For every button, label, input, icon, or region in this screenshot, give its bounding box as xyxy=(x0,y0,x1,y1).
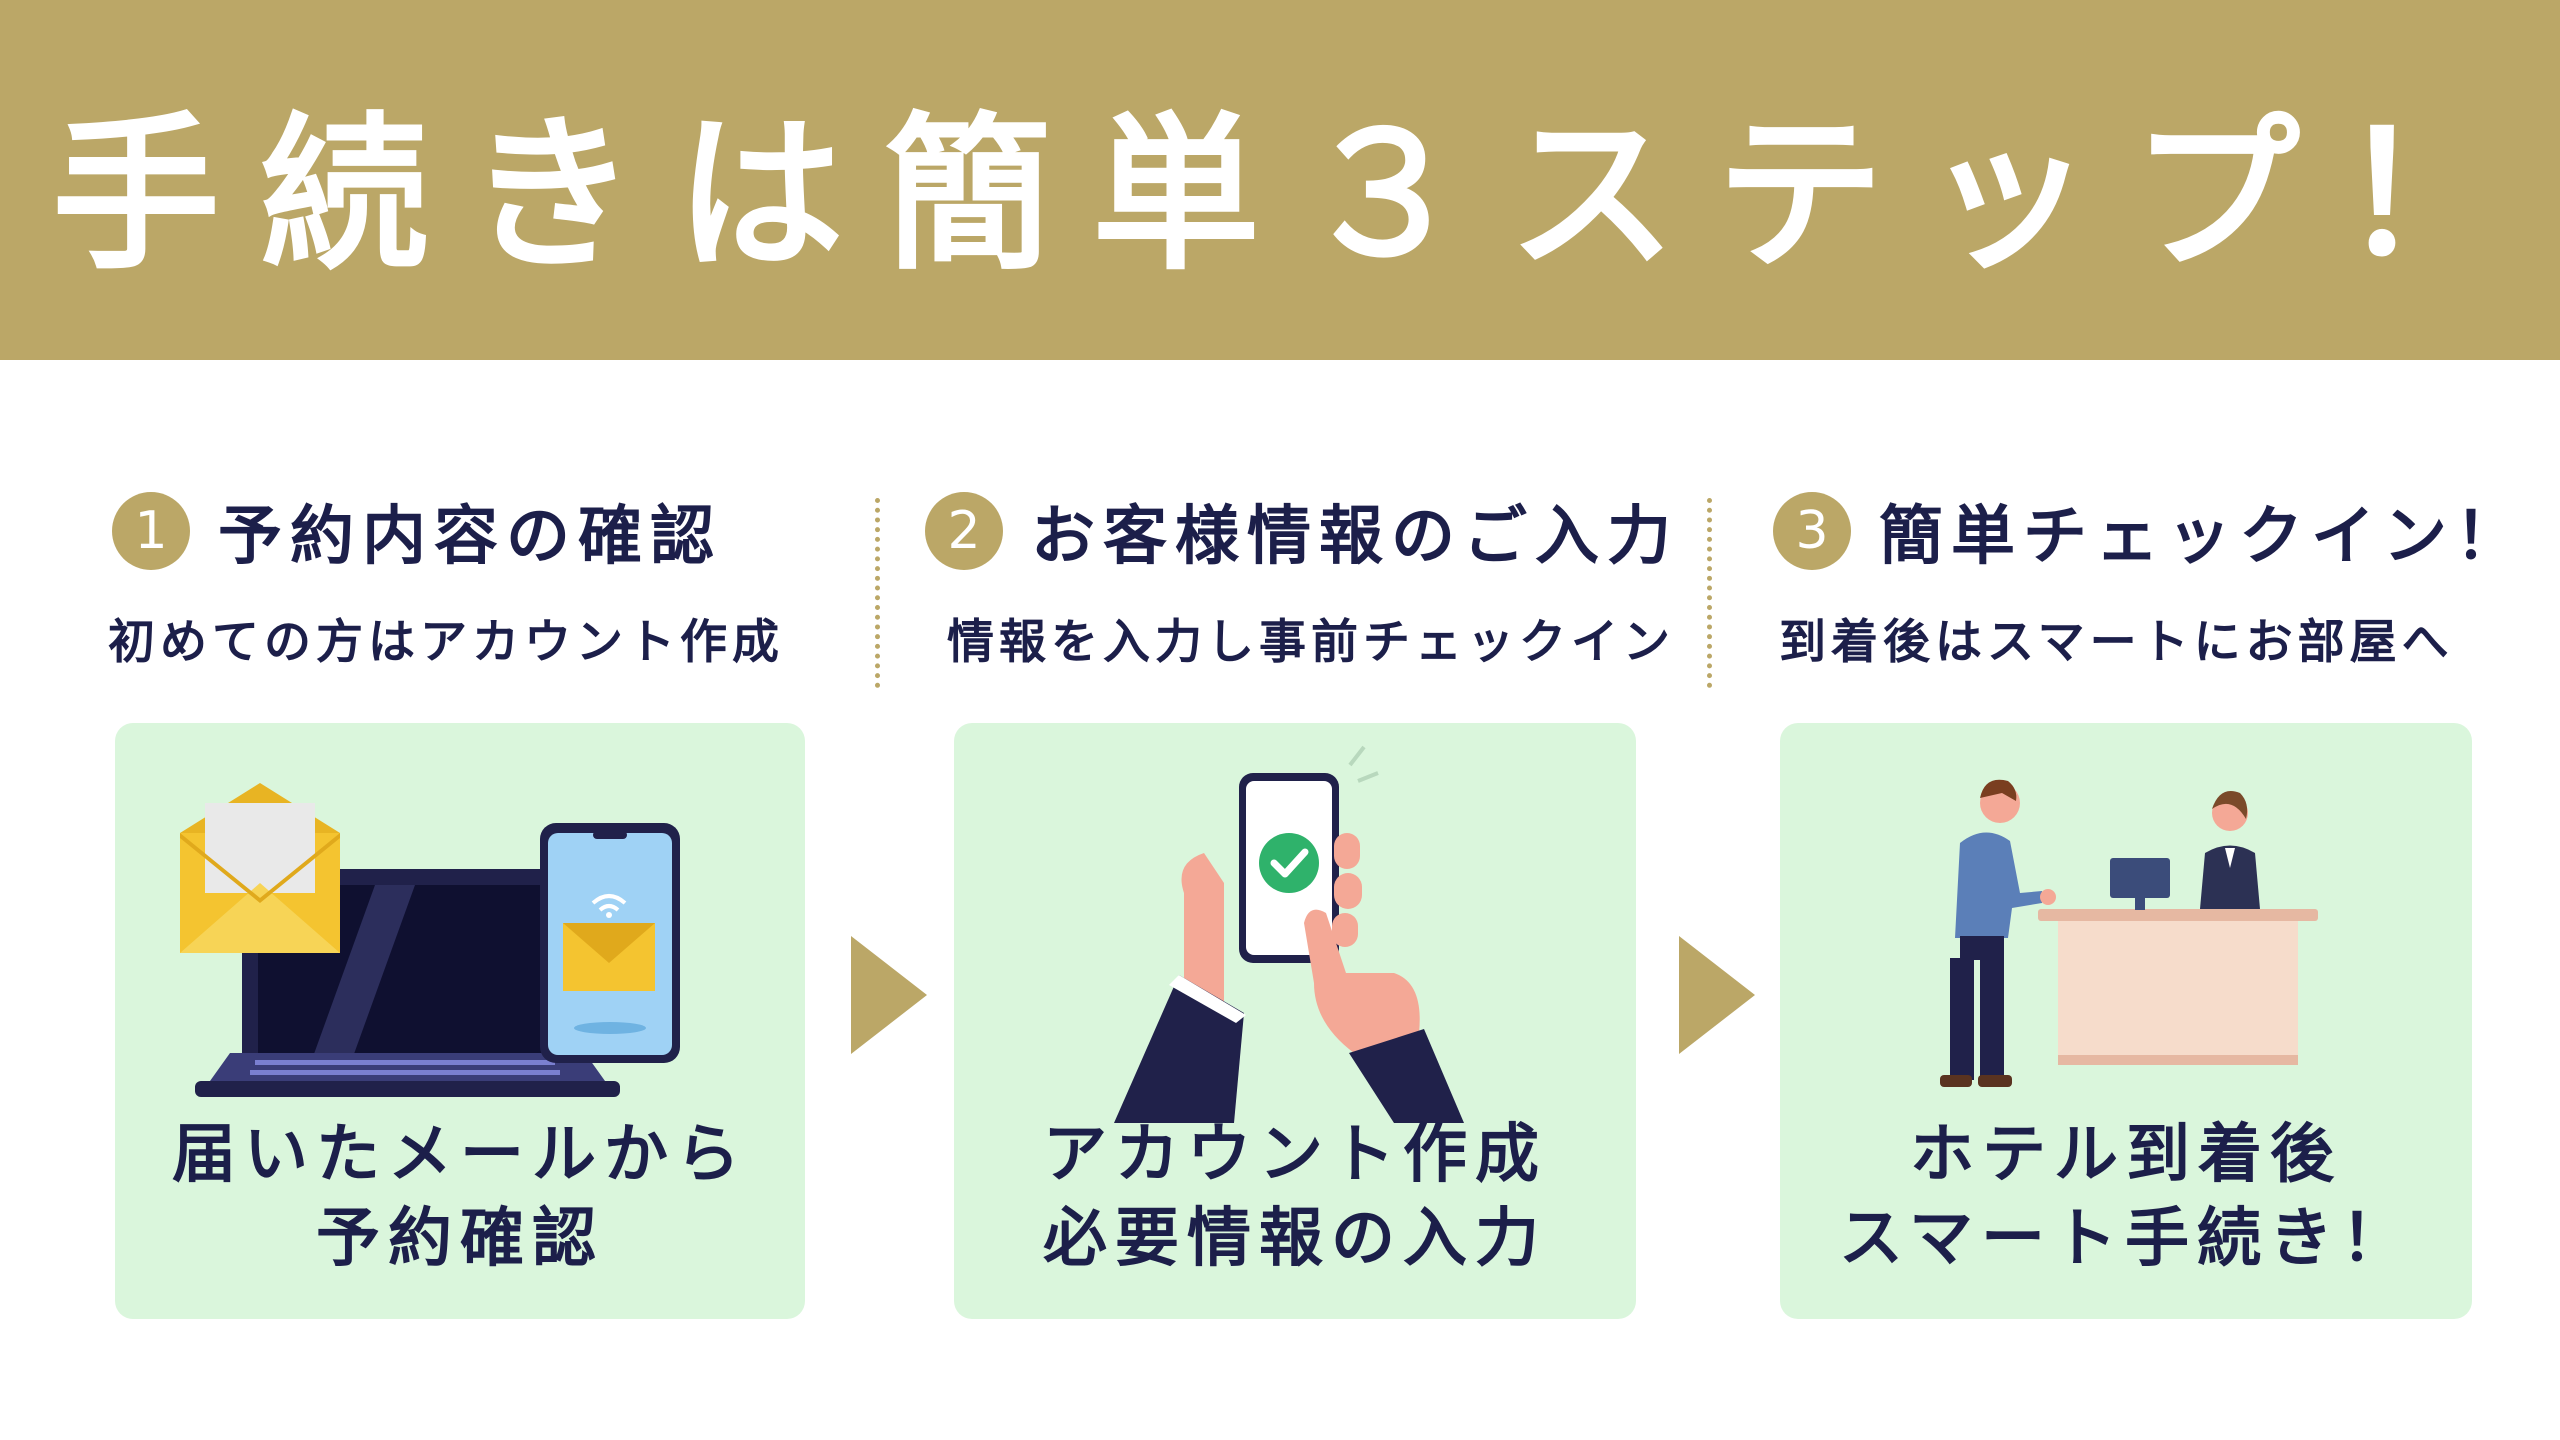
card-text: ホテル到着後 スマート手続き！ xyxy=(1780,1113,2472,1281)
card-text: 届いたメールから 予約確認 xyxy=(115,1113,805,1281)
arrow-right-icon xyxy=(1679,936,1755,1054)
card-text-line: 必要情報の入力 xyxy=(1043,1201,1547,1276)
step-3-card: ホテル到着後 スマート手続き！ xyxy=(1780,723,2472,1319)
hotel-front-desk-icon xyxy=(1940,779,2318,1087)
card-text-line: アカウント作成 xyxy=(1043,1117,1547,1192)
arrow-right-icon xyxy=(851,936,927,1054)
card-text-line: 予約確認 xyxy=(316,1201,604,1276)
card-text: アカウント作成 必要情報の入力 xyxy=(954,1113,1636,1281)
step-2-card: アカウント作成 必要情報の入力 xyxy=(954,723,1636,1319)
header-banner: 手続きは簡単３ステップ！ xyxy=(0,0,2560,360)
step-title: 簡単チェックイン！ xyxy=(1879,499,2527,574)
step-number-badge: 2 xyxy=(925,492,1003,570)
step-2-header: 2 お客様情報のご入力 情報を入力し事前チェックイン xyxy=(925,485,1679,685)
step-title: お客様情報のご入力 xyxy=(1031,499,1679,574)
step-1-header: 1 予約内容の確認 初めての方はアカウント作成 xyxy=(108,485,784,685)
card-text-line: 届いたメールから xyxy=(172,1117,748,1192)
card-text-line: スマート手続き！ xyxy=(1838,1201,2414,1276)
step-subtitle: 初めての方はアカウント作成 xyxy=(108,615,784,670)
laptop-phone-mail-icon xyxy=(180,783,680,1097)
step-subtitle: 到着後はスマートにお部屋へ xyxy=(1779,615,2454,670)
step-title: 予約内容の確認 xyxy=(218,499,722,574)
page-title: 手続きは簡単３ステップ！ xyxy=(52,94,2548,293)
step-number-badge: 1 xyxy=(112,492,190,570)
step-1-card: 届いたメールから 予約確認 xyxy=(115,723,805,1319)
card-text-line: ホテル到着後 xyxy=(1910,1117,2342,1192)
step-3-header: 3 簡単チェックイン！ 到着後はスマートにお部屋へ xyxy=(1773,485,2527,685)
step-number-badge: 3 xyxy=(1773,492,1851,570)
step-divider xyxy=(875,498,880,688)
smartphone-check-icon xyxy=(1114,745,1464,1123)
step-subtitle: 情報を入力し事前チェックイン xyxy=(947,615,1675,670)
step-divider xyxy=(1707,498,1712,688)
